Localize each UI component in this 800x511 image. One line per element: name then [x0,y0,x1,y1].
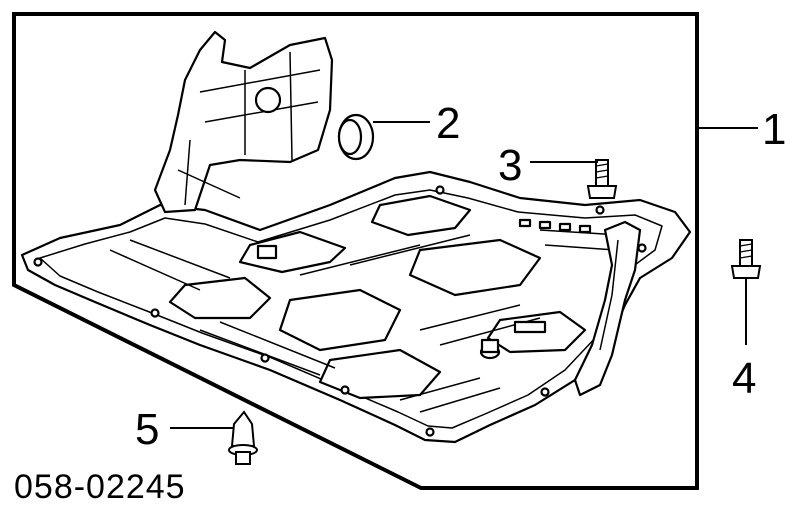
bolt-part-4 [730,239,762,279]
plug-grommet-part-2 [337,113,375,161]
callout-2: 2 [436,99,460,148]
assembly-boundary-frame [12,12,699,490]
callout-1: 1 [762,105,786,154]
diagram-part-number: 058-02245 [14,468,186,506]
push-clip-part-5 [228,410,258,465]
callout-3: 3 [498,141,522,190]
bolt-part-3 [586,159,618,199]
right-side-bracket [573,220,642,397]
splash-guard-bracket [153,30,334,214]
callout-5: 5 [135,405,159,454]
engine-undercover-panel [20,170,692,444]
callout-4: 4 [732,354,756,403]
